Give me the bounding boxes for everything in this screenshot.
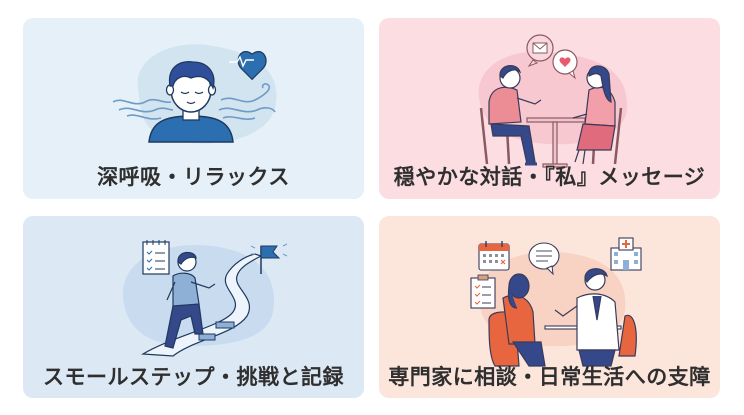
heart-pulse-icon	[229, 51, 267, 81]
card-gentle-dialogue: 穏やかな対話・『私』メッセージ	[379, 18, 720, 199]
speech-bubble-icon	[528, 242, 560, 276]
calendar-icon	[478, 241, 510, 271]
heart-speech-bubble-icon	[552, 49, 578, 80]
person-icon	[148, 61, 234, 143]
small-steps-illustration	[122, 240, 288, 357]
clipboard-checklist-icon	[470, 274, 496, 309]
mail-speech-bubble-icon	[526, 34, 554, 68]
card-caption: 穏やかな対話・『私』メッセージ	[393, 165, 706, 189]
step-blocks	[198, 321, 235, 341]
checklist-notepad-icon	[142, 240, 170, 275]
doctor-figure	[554, 268, 637, 367]
calm-breathing-illustration	[112, 44, 277, 144]
card-caption: 深呼吸・リラックス	[97, 165, 290, 189]
card-consult-professional: 専門家に相談・日常生活への支障	[379, 216, 720, 398]
man-figure	[479, 65, 542, 166]
consultation-illustration	[470, 237, 642, 367]
patient-figure	[488, 273, 546, 367]
path-road	[141, 253, 263, 357]
hospital-icon	[610, 237, 642, 271]
card-deep-breathing-relax: 深呼吸・リラックス	[23, 18, 364, 199]
dialogue-illustration	[478, 34, 628, 168]
climbing-person	[164, 251, 216, 349]
card-caption: スモールステップ・挑戦と記録	[43, 365, 344, 389]
card-small-steps: スモールステップ・挑戦と記録	[23, 216, 364, 398]
woman-figure	[572, 65, 623, 165]
goal-flag-icon	[250, 243, 288, 274]
card-caption: 専門家に相談・日常生活への支障	[388, 365, 711, 389]
breath-wave-icon	[112, 83, 276, 120]
